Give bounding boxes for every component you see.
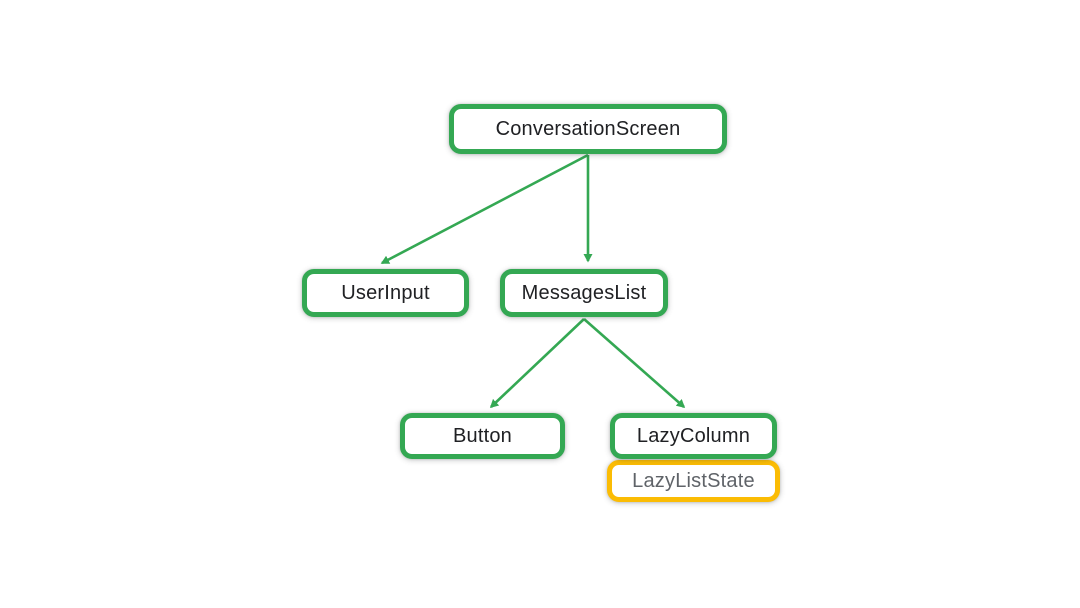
node-button: Button: [400, 413, 565, 459]
edge-messageslist-lazycolumn: [583, 318, 686, 408]
node-messages-list: MessagesList: [500, 269, 668, 317]
node-button-label: Button: [452, 424, 513, 447]
node-conversation-screen: ConversationScreen: [449, 104, 727, 154]
node-user-input-label: UserInput: [341, 281, 430, 304]
node-user-input: UserInput: [302, 269, 469, 317]
edge-messageslist-button: [489, 318, 585, 409]
node-lazy-column-label: LazyColumn: [636, 424, 751, 447]
edge-conversationscreen-userinput: [380, 153, 589, 265]
node-lazy-list-state: LazyListState: [607, 460, 780, 502]
node-conversation-screen-label: ConversationScreen: [495, 117, 681, 140]
node-messages-list-label: MessagesList: [521, 281, 647, 304]
node-lazy-list-state-label: LazyListState: [632, 469, 755, 492]
node-lazy-column: LazyColumn: [610, 413, 777, 459]
